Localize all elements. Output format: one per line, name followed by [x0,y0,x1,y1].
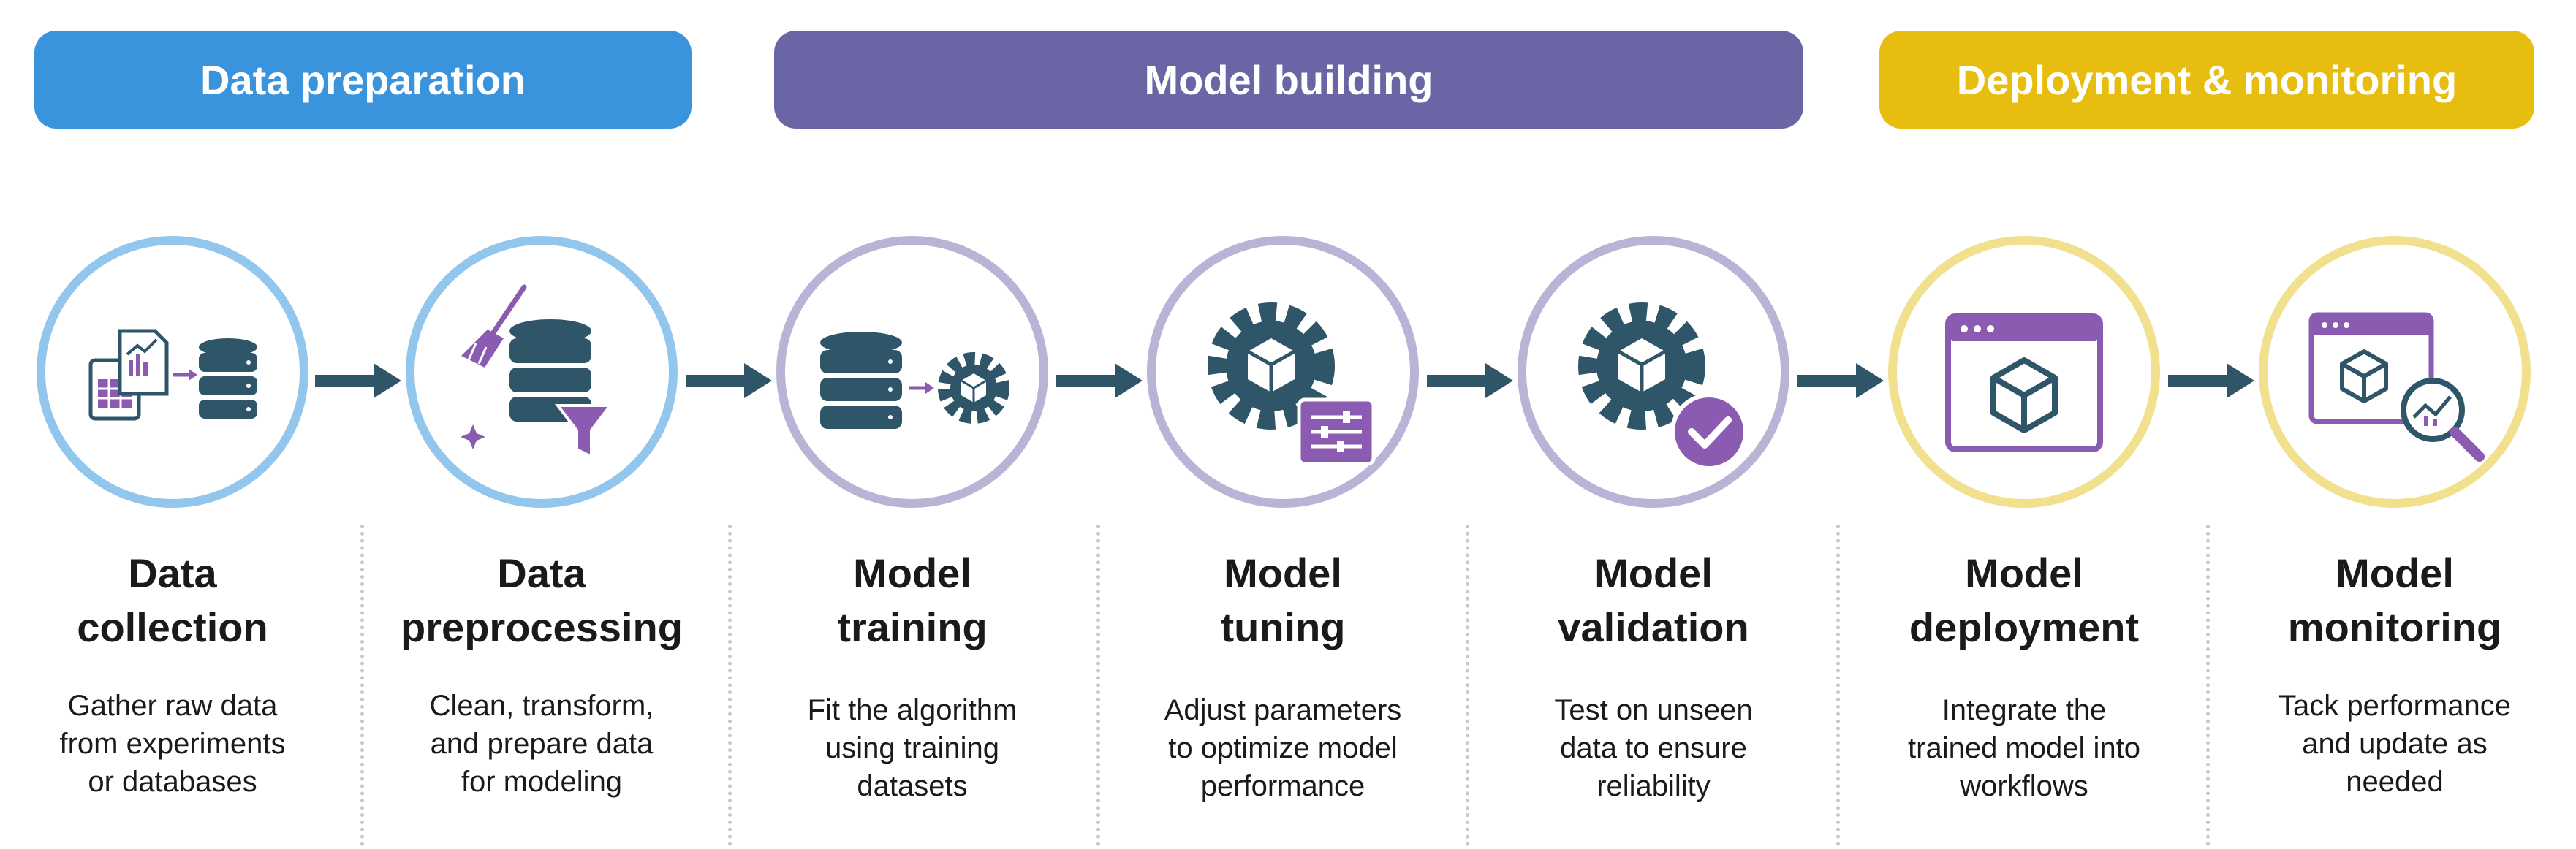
step-title-line: tuning [1220,604,1346,650]
step-divider [1096,525,1100,846]
step-title-data-preprocessing: Data preprocessing [388,547,695,655]
step-circle-data-preprocessing [406,236,678,508]
description-line: for modeling [461,766,623,798]
description-line: Clean, transform, [429,690,654,722]
description-line: reliability [1596,770,1711,802]
step-title-line: monitoring [2287,604,2502,650]
step-divider [360,525,364,846]
step-circle-model-monitoring [2259,236,2531,508]
description-line: workflows [1960,770,2088,802]
description-line: or databases [88,766,257,798]
arrow-icon [2168,363,2254,398]
description-line: performance [1200,770,1365,802]
step-title-model-monitoring: Model monitoring [2241,547,2548,655]
step-title-line: validation [1558,604,1749,650]
description-line: Fit the algorithm [807,694,1018,726]
phase-model-building: Model building [774,31,1803,129]
arrow-icon [686,363,772,398]
step-title-line: Data [128,550,217,596]
description-line: from experiments [59,728,286,760]
step-title-line: preprocessing [401,604,683,650]
description-line: to optimize model [1168,732,1398,764]
phase-label: Data preparation [200,56,526,103]
step-title-model-training: Model training [759,547,1066,655]
step-title-model-validation: Model validation [1500,547,1807,655]
description-line: Tack performance [2278,690,2511,722]
arrow-icon [1797,363,1884,398]
phase-label: Model building [1144,56,1433,103]
step-circle-data-collection [37,236,308,508]
step-title-model-tuning: Model tuning [1129,547,1436,655]
step-divider [1466,525,1469,846]
step-description-model-monitoring: Tack performance and update as needed [2241,687,2548,801]
step-circle-model-training [776,236,1048,508]
step-divider [1836,525,1840,846]
step-circle-model-tuning [1147,236,1419,508]
step-description-data-collection: Gather raw data from experiments or data… [19,687,326,801]
description-line: using training [825,732,999,764]
step-circle-model-validation [1518,236,1789,508]
database-cleaning-icon [461,284,614,460]
arrow-icon [1427,363,1513,398]
step-title-data-collection: Data collection [19,547,326,655]
step-title-line: Model [1224,550,1342,596]
step-divider [728,525,732,846]
step-title-line: training [837,604,988,650]
step-title-line: Model [1965,550,2083,596]
database-gear-icon [820,332,1009,429]
arrow-icon [1056,363,1143,398]
description-line: Gather raw data [67,690,278,722]
step-description-model-deployment: Integrate the trained model into workflo… [1871,691,2178,805]
step-description-model-validation: Test on unseen data to ensure reliabilit… [1500,691,1807,805]
step-title-line: Model [1594,550,1713,596]
step-description-model-training: Fit the algorithm using training dataset… [759,691,1066,805]
description-line: datasets [857,770,968,802]
deployment-window-icon [1945,313,2103,452]
description-line: and update as [2302,728,2488,760]
step-title-model-deployment: Model deployment [1871,547,2178,655]
step-title-line: Data [497,550,586,596]
phase-label: Deployment & monitoring [1956,56,2458,103]
step-title-line: Model [2336,550,2454,596]
gear-sliders-icon [1208,302,1376,466]
description-line: needed [2346,766,2444,798]
step-description-data-preprocessing: Clean, transform, and prepare data for m… [388,687,695,801]
arrow-icon [315,363,401,398]
phase-data-preparation: Data preparation [34,31,692,129]
step-circle-model-deployment [1888,236,2160,508]
description-line: data to ensure [1560,732,1747,764]
step-title-line: deployment [1909,604,2140,650]
description-line: and prepare data [430,728,654,760]
description-line: Test on unseen [1554,694,1753,726]
description-line: Integrate the [1942,694,2107,726]
description-line: Adjust parameters [1164,694,1402,726]
documents-database-icon [88,329,257,421]
gear-checkmark-icon [1578,302,1748,471]
step-description-model-tuning: Adjust parameters to optimize model perf… [1129,691,1436,805]
monitoring-window-icon [2308,312,2485,462]
description-line: trained model into [1908,732,2140,764]
phase-deployment-monitoring: Deployment & monitoring [1879,31,2534,129]
step-divider [2206,525,2210,846]
step-title-line: collection [77,604,268,650]
step-title-line: Model [853,550,971,596]
